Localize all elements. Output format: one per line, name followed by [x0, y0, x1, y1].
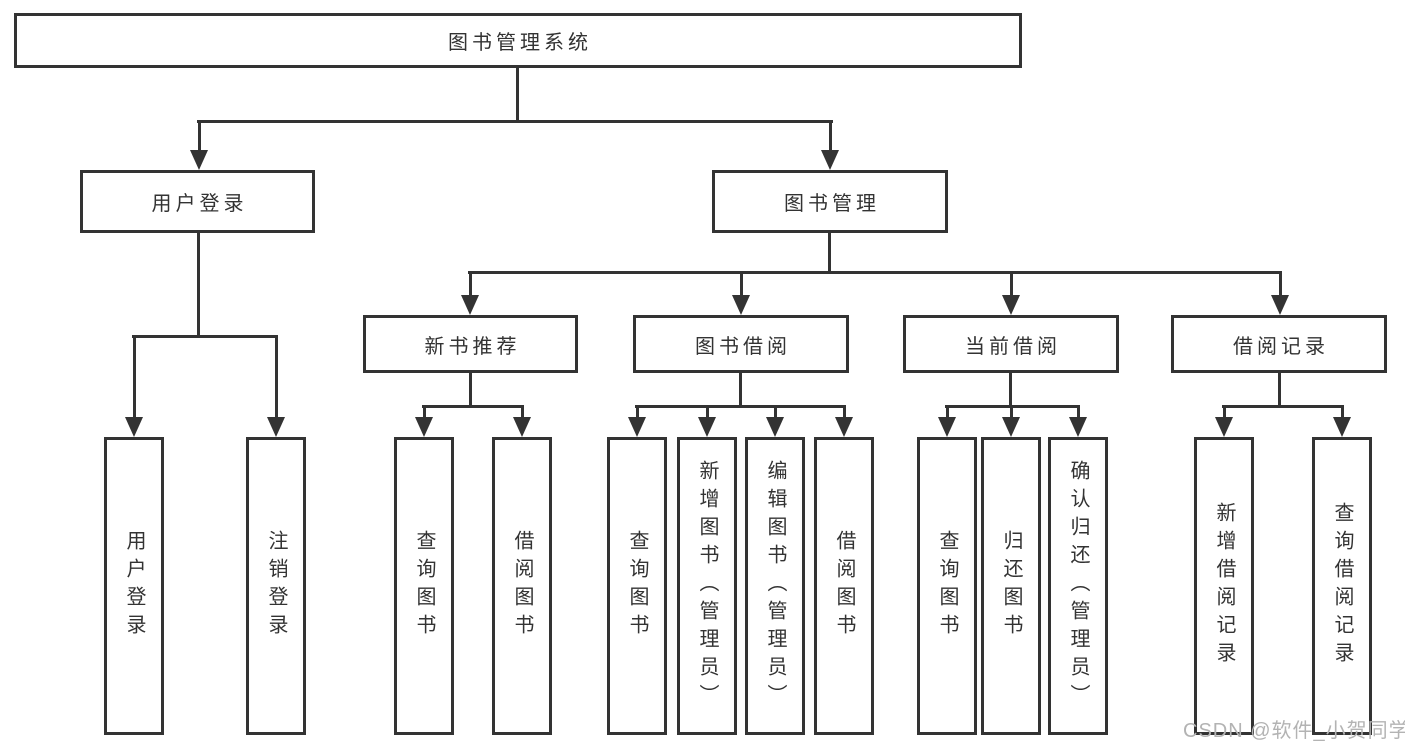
node-root-label: 图书管理系统	[448, 32, 592, 54]
connector-root-rail	[197, 120, 833, 123]
leaf-query-borrow-record-label: 查询借阅记录	[1331, 502, 1353, 670]
arrow-to-leaf-query-books-1	[415, 405, 433, 437]
node-borrow-record: 借阅记录	[1171, 315, 1387, 373]
leaf-borrow-books-1-label: 借阅图书	[511, 530, 533, 642]
arrow-to-leaf-add-book	[698, 405, 716, 437]
leaf-query-borrow-record: 查询借阅记录	[1312, 437, 1372, 735]
leaf-borrow-books-2: 借阅图书	[814, 437, 874, 735]
leaf-user-login-label: 用户登录	[123, 530, 145, 642]
connector-current-borrow-rail	[945, 405, 1080, 408]
leaf-add-borrow-record-label: 新增借阅记录	[1213, 502, 1235, 670]
connector-user-login-rail	[132, 335, 278, 338]
node-new-book-recommend: 新书推荐	[363, 315, 578, 373]
node-user-login: 用户登录	[80, 170, 315, 233]
node-root: 图书管理系统	[14, 13, 1022, 68]
connector-book-management-rail	[468, 271, 1282, 274]
node-book-management: 图书管理	[712, 170, 948, 233]
leaf-query-books-3: 查询图书	[917, 437, 977, 735]
connector-new-book-rail	[422, 405, 524, 408]
leaf-user-login: 用户登录	[104, 437, 164, 735]
connector-root-stem	[516, 68, 519, 120]
node-book-borrow: 图书借阅	[633, 315, 849, 373]
arrow-to-book-management	[821, 120, 839, 170]
connector-user-login-stem	[197, 233, 200, 335]
arrow-to-leaf-add-record	[1215, 405, 1233, 437]
node-book-borrow-label: 图书借阅	[695, 335, 791, 358]
node-current-borrow-label: 当前借阅	[965, 335, 1061, 358]
csdn-watermark: CSDN @软件_小贺同学	[1183, 720, 1405, 742]
arrow-to-new-book	[461, 271, 479, 315]
connector-borrow-record-rail	[1222, 405, 1344, 408]
arrow-to-current-borrow	[1002, 271, 1020, 315]
leaf-query-books-3-label: 查询图书	[936, 530, 958, 642]
arrow-to-leaf-borrow-books-1	[513, 405, 531, 437]
leaf-logout-label: 注销登录	[265, 530, 287, 642]
leaf-query-books-1-label: 查询图书	[413, 530, 435, 642]
arrow-to-leaf-confirm-return	[1069, 405, 1087, 437]
connector-book-management-stem	[828, 233, 831, 271]
leaf-query-books-2-label: 查询图书	[626, 530, 648, 642]
leaf-edit-book-admin-label: 编辑图书（管理员）	[764, 460, 786, 712]
connector-book-borrow-rail	[635, 405, 846, 408]
node-book-management-label: 图书管理	[784, 193, 880, 215]
leaf-query-books-2: 查询图书	[607, 437, 667, 735]
leaf-borrow-books-2-label: 借阅图书	[833, 530, 855, 642]
leaf-add-book-admin-label: 新增图书（管理员）	[696, 460, 718, 712]
leaf-confirm-return-admin-label: 确认归还（管理员）	[1067, 460, 1089, 712]
connector-new-book-stem	[469, 373, 472, 405]
arrow-to-leaf-return-book	[1002, 405, 1020, 437]
node-user-login-label: 用户登录	[151, 193, 248, 215]
arrow-to-leaf-logout	[267, 335, 285, 437]
leaf-return-book: 归还图书	[981, 437, 1041, 735]
arrow-to-user-login	[190, 120, 208, 170]
arrow-to-leaf-query-record	[1333, 405, 1351, 437]
connector-book-borrow-stem	[739, 373, 742, 405]
leaf-confirm-return-admin: 确认归还（管理员）	[1048, 437, 1108, 735]
arrow-to-leaf-edit-book	[766, 405, 784, 437]
node-borrow-record-label: 借阅记录	[1233, 335, 1329, 358]
node-new-book-recommend-label: 新书推荐	[424, 335, 521, 358]
leaf-logout: 注销登录	[246, 437, 306, 735]
leaf-return-book-label: 归还图书	[1000, 530, 1022, 642]
arrow-to-leaf-query-books-2	[628, 405, 646, 437]
arrow-to-borrow-record	[1271, 271, 1289, 315]
node-current-borrow: 当前借阅	[903, 315, 1119, 373]
connector-borrow-record-stem	[1278, 373, 1281, 405]
arrow-to-leaf-user-login	[125, 335, 143, 437]
leaf-borrow-books-1: 借阅图书	[492, 437, 552, 735]
leaf-add-borrow-record: 新增借阅记录	[1194, 437, 1254, 735]
arrow-to-leaf-query-books-3	[938, 405, 956, 437]
leaf-edit-book-admin: 编辑图书（管理员）	[745, 437, 805, 735]
leaf-add-book-admin: 新增图书（管理员）	[677, 437, 737, 735]
connector-current-borrow-stem	[1009, 373, 1012, 405]
arrow-to-leaf-borrow-books-2	[835, 405, 853, 437]
arrow-to-book-borrow	[732, 271, 750, 315]
leaf-query-books-1: 查询图书	[394, 437, 454, 735]
